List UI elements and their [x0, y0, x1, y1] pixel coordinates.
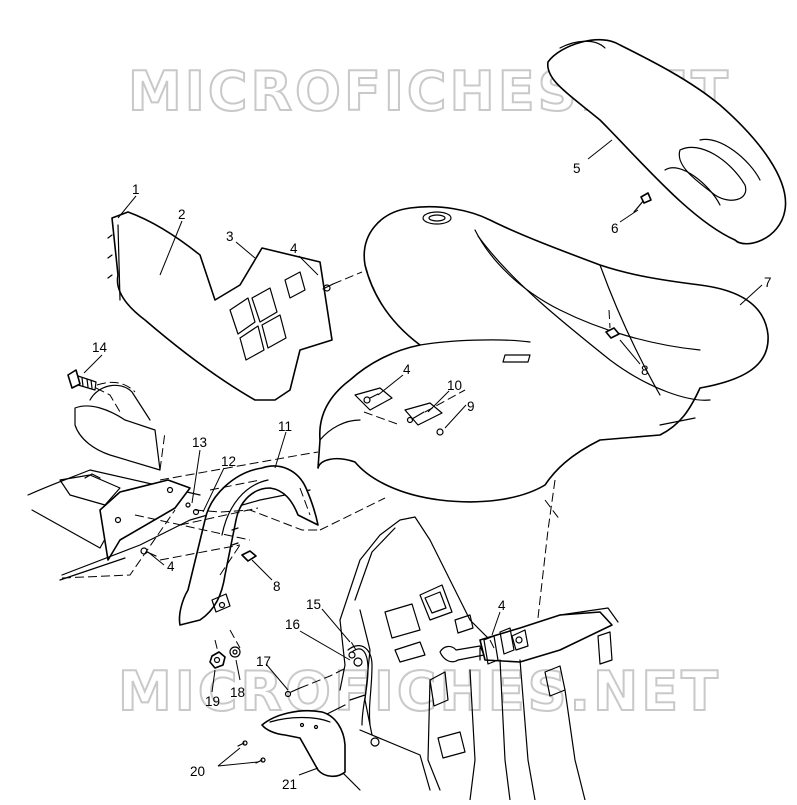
callout-8-body: 8 [641, 363, 649, 378]
callout-14: 14 [92, 340, 108, 355]
callout-6: 6 [611, 221, 619, 236]
callout-8-fender: 8 [273, 579, 281, 594]
part-20-screws [237, 740, 266, 764]
callout-15: 15 [306, 597, 321, 612]
assembly-lines [61, 387, 561, 689]
callout-4-panel: 4 [290, 241, 298, 256]
callout-5: 5 [573, 161, 581, 176]
callout-4-body: 4 [403, 362, 411, 377]
callout-18: 18 [230, 685, 245, 700]
part-10-screw [406, 411, 425, 424]
callout-21: 21 [282, 777, 297, 792]
part-6-screw [633, 192, 652, 213]
callout-11: 11 [278, 419, 292, 434]
part-4-screw-b [363, 393, 379, 404]
part-8-nut-b [605, 309, 620, 339]
callout-3: 3 [226, 229, 234, 244]
callout-labels: 1 2 3 4 4 4 4 5 6 7 8 8 9 10 11 12 13 14… [92, 161, 772, 792]
part-12-13-fasteners [185, 502, 200, 516]
part-4-screw-a [322, 271, 363, 292]
callout-4-left: 4 [167, 559, 175, 574]
part-7-rear-body [317, 205, 769, 503]
callout-9: 9 [467, 399, 475, 414]
callout-2: 2 [178, 207, 186, 222]
part-5-cover [547, 38, 787, 245]
footwell-left [27, 384, 311, 581]
part-14-bolt [67, 369, 136, 393]
part-21-cover-plate [261, 709, 346, 778]
callout-20: 20 [190, 764, 205, 779]
callout-17: 17 [256, 654, 271, 669]
callout-12: 12 [221, 454, 236, 469]
part-18-washer [229, 646, 241, 658]
part-11-fender-flare [178, 465, 319, 626]
leader-lines [83, 139, 763, 776]
callout-13: 13 [192, 435, 207, 450]
part-2-side-panel [107, 211, 333, 401]
part-17-screw [284, 687, 301, 698]
callout-16: 16 [285, 617, 300, 632]
watermark-bottom: MICROFICHES.NET [118, 660, 721, 723]
part-8-nut-a [241, 550, 257, 562]
callout-7: 7 [764, 275, 772, 290]
callout-1: 1 [132, 182, 140, 197]
callout-19: 19 [205, 694, 220, 709]
callout-4-frame: 4 [498, 598, 506, 613]
frame-assembly [324, 516, 619, 801]
callout-10: 10 [447, 378, 462, 393]
part-19-nut [209, 651, 226, 669]
